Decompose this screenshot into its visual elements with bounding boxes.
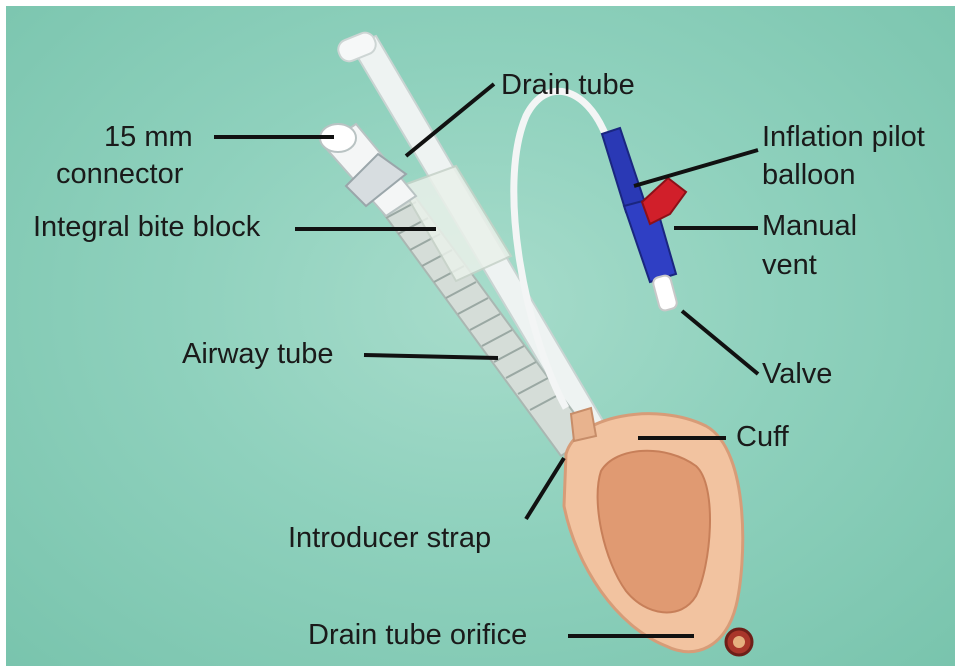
cuff <box>564 414 752 655</box>
label-connector-line2: connector <box>56 157 183 191</box>
label-pilot-line2: balloon <box>762 158 856 192</box>
label-drain-orifice: Drain tube orifice <box>308 618 527 652</box>
label-drain-tube: Drain tube <box>501 68 635 102</box>
connector-15mm <box>320 124 416 216</box>
label-airway-tube: Airway tube <box>182 337 334 371</box>
label-introducer-strap: Introducer strap <box>288 521 491 555</box>
pilot-balloon <box>602 128 678 312</box>
label-pilot-line1: Inflation pilot <box>762 120 925 154</box>
label-vent-line1: Manual <box>762 209 857 243</box>
manual-vent <box>642 178 686 224</box>
label-vent-line2: vent <box>762 248 817 282</box>
label-connector-line1: 15 mm <box>104 120 193 154</box>
device-figure: Drain tube 15 mm connector Integral bite… <box>6 6 955 666</box>
label-cuff: Cuff <box>736 420 789 454</box>
label-bite-block: Integral bite block <box>33 210 260 244</box>
introducer-strap <box>571 408 596 441</box>
label-valve: Valve <box>762 357 832 391</box>
airway-device-illustration <box>6 6 955 666</box>
